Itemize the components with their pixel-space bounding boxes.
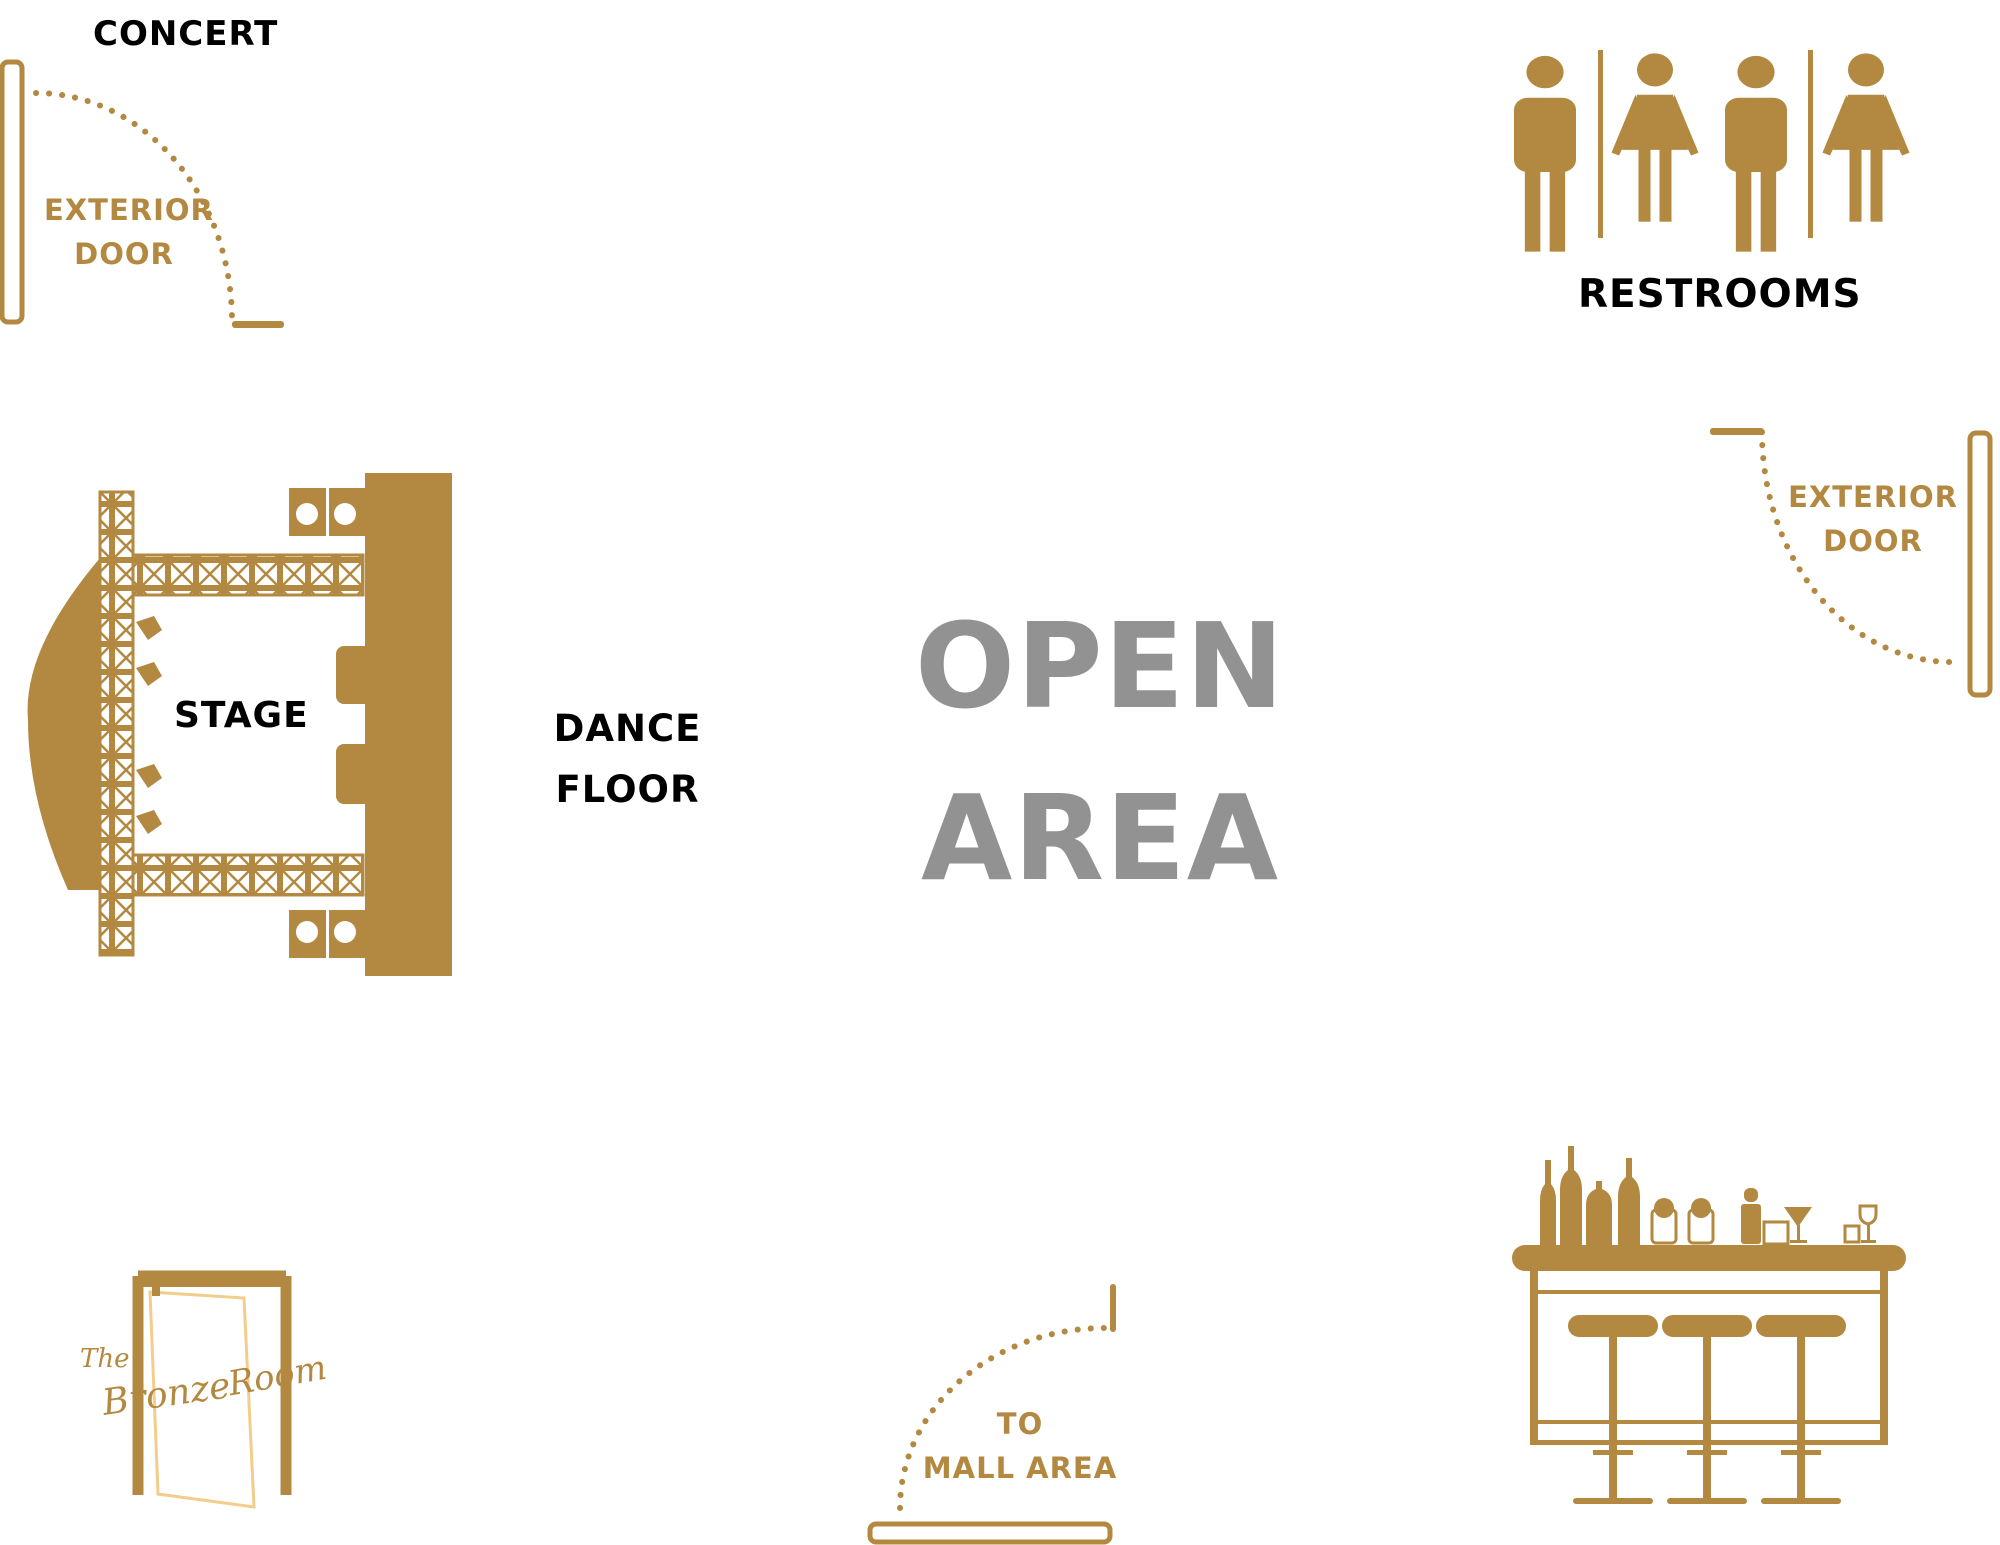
dance-floor-line1: DANCE <box>553 707 702 750</box>
logo-bronze: Bronze <box>99 1365 234 1424</box>
exterior-door-label: EXTERIOR DOOR <box>1788 475 1958 563</box>
door-swing-icon <box>1710 428 1993 698</box>
exterior-door-line1: EXTERIOR <box>1788 480 1958 514</box>
open-area-line1: OPEN <box>914 597 1286 735</box>
to-mall-line1: TO <box>996 1407 1044 1441</box>
bar-counter-icon <box>1512 1146 1906 1504</box>
restroom-icons <box>1514 50 1910 252</box>
men-restroom-icon <box>1514 55 1576 252</box>
dance-floor-line2: FLOOR <box>555 768 700 811</box>
to-mall-line2: MALL AREA <box>922 1451 1118 1485</box>
open-area-line2: AREA <box>920 769 1280 907</box>
exterior-door-line1: EXTERIOR <box>44 193 214 227</box>
open-area-label: OPEN AREA <box>880 580 1320 924</box>
bronze-room-logo-text: The Bronze Room <box>76 1330 346 1440</box>
women-restroom-icon <box>1822 53 1910 222</box>
restrooms-label: RESTROOMS <box>1578 272 1862 317</box>
logo-the: The <box>80 1344 130 1374</box>
logo-room: Room <box>225 1347 330 1405</box>
exterior-door-label: EXTERIOR DOOR <box>44 188 214 276</box>
door-swing-icon <box>867 1284 1116 1545</box>
exterior-door-line2: DOOR <box>74 237 174 271</box>
men-restroom-icon <box>1725 55 1787 252</box>
women-restroom-icon <box>1611 53 1699 222</box>
bronze-room-logo <box>132 1270 292 1509</box>
dance-floor-label: DANCE FLOOR <box>545 698 710 820</box>
to-mall-area-label: TO MALL AREA <box>900 1402 1140 1490</box>
concert-label: CONCERT <box>93 14 279 54</box>
stage-truss-icon <box>27 473 452 976</box>
door-swing-icon <box>0 59 284 328</box>
stage-label: STAGE <box>174 695 309 736</box>
exterior-door-line2: DOOR <box>1823 524 1923 558</box>
